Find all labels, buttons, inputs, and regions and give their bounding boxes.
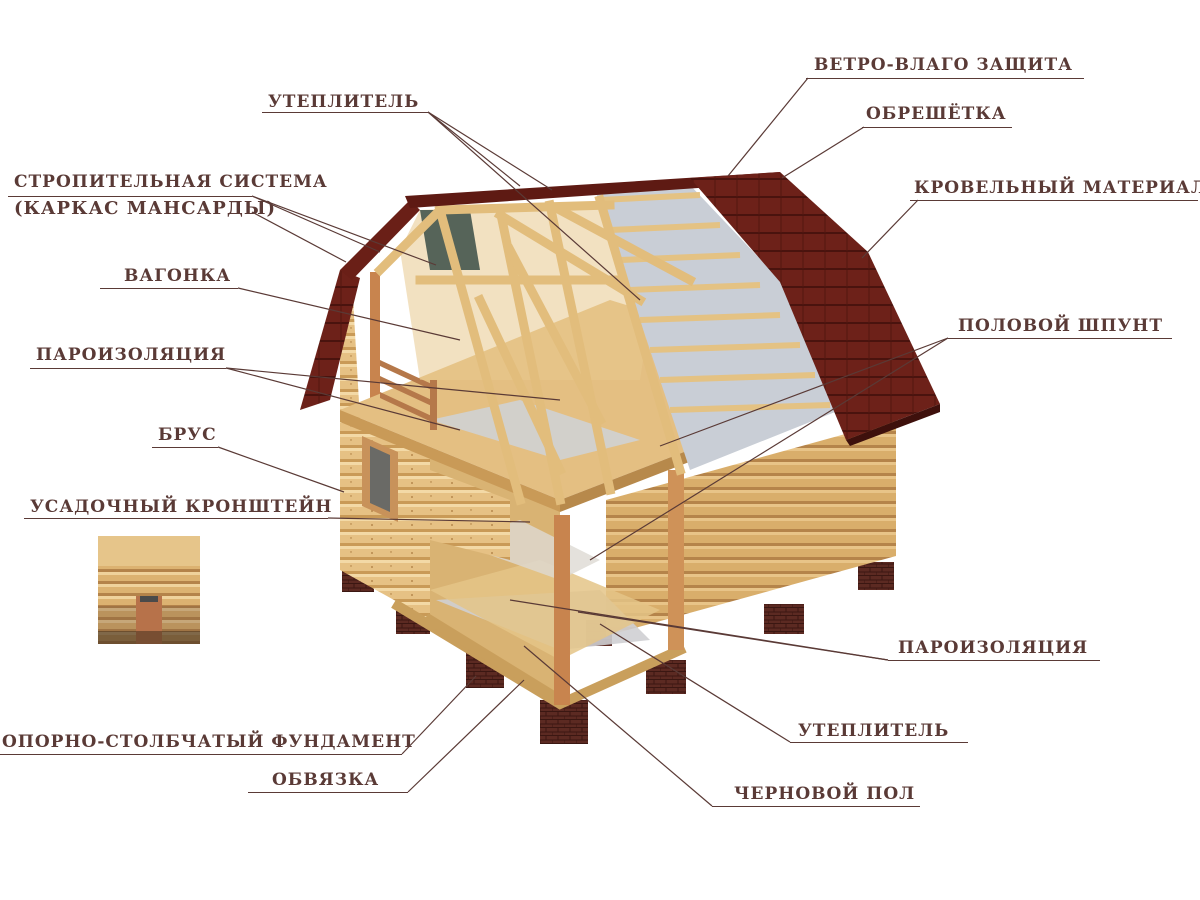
label-rafters-line2: (КАРКАС МАНСАРДЫ) — [14, 198, 276, 219]
label-subfloor: ЧЕРНОВОЙ ПОЛ — [734, 784, 916, 804]
underline — [712, 806, 920, 807]
window — [362, 436, 398, 522]
underline — [30, 368, 226, 369]
underline — [248, 792, 408, 793]
label-strapping: ОБВЯЗКА — [272, 770, 380, 790]
underline — [24, 518, 328, 519]
label-vapor-bottom: ПАРОИЗОЛЯЦИЯ — [898, 638, 1089, 658]
underline — [100, 288, 238, 289]
label-roofing: КРОВЕЛЬНЫЙ МАТЕРИАЛ — [914, 178, 1200, 198]
post-right — [668, 470, 684, 650]
underline — [910, 200, 1198, 201]
label-vapor-top: ПАРОИЗОЛЯЦИЯ — [36, 345, 227, 365]
underline — [888, 660, 1100, 661]
roof-left-eave — [300, 270, 360, 410]
label-bracket: УСАДОЧНЫЙ КРОНШТЕЙН — [30, 497, 333, 517]
post-front — [554, 515, 570, 705]
underline — [0, 754, 402, 755]
underline — [948, 338, 1172, 339]
rafter-frame — [373, 194, 697, 506]
label-beam: БРУС — [158, 425, 217, 445]
underline — [152, 447, 218, 448]
label-rafters-line1: СТРОПИТЕЛЬНАЯ СИСТЕМА — [14, 172, 328, 192]
label-foundation: ОПОРНО-СТОЛБЧАТЫЙ ФУНДАМЕНТ — [2, 732, 416, 752]
underline — [262, 112, 428, 113]
label-lining: ВАГОНКА — [124, 266, 232, 286]
underline — [862, 127, 1012, 128]
label-wind-barrier: ВЕТРО-ВЛАГО ЗАЩИТА — [814, 55, 1073, 75]
underline — [790, 742, 968, 743]
label-battens: ОБРЕШЁТКА — [866, 104, 1007, 124]
underline — [8, 196, 252, 197]
label-insulation-top: УТЕПЛИТЕЛЬ — [268, 92, 420, 112]
label-insulation-bottom: УТЕПЛИТЕЛЬ — [798, 721, 950, 741]
label-floorboard: ПОЛОВОЙ ШПУНТ — [958, 316, 1163, 336]
roof-covering — [690, 172, 940, 440]
roof-ridge — [405, 172, 784, 208]
underline — [806, 78, 1084, 79]
bracket-detail-inset — [98, 536, 200, 644]
